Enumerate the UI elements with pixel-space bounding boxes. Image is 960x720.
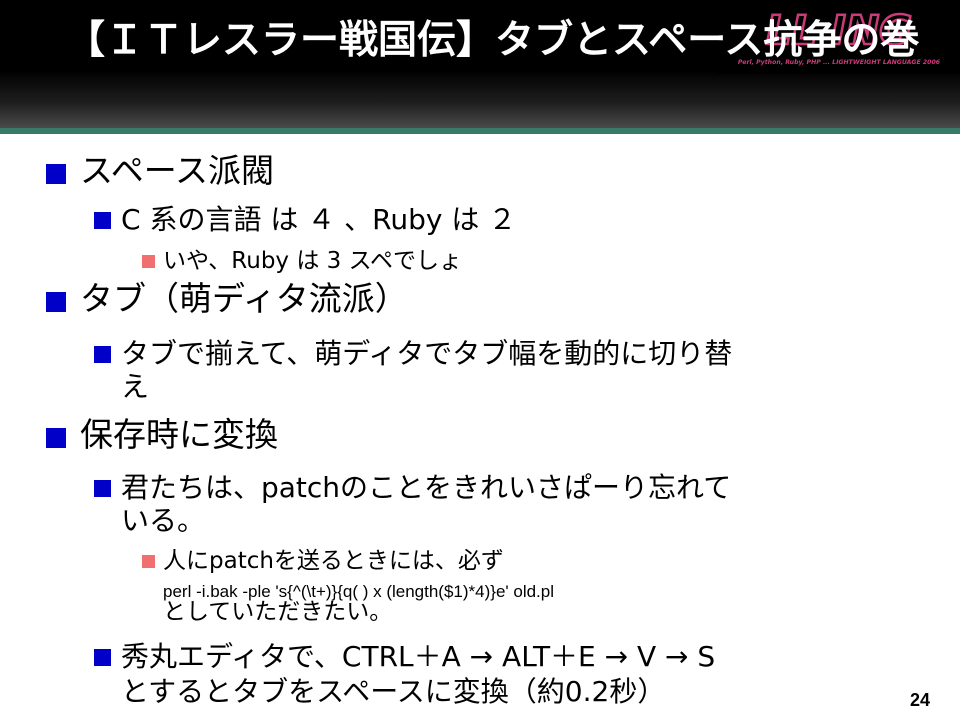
item-patch-line1: 君たちは、patchのことをきれいさぱーり忘れて bbox=[121, 471, 732, 504]
heading-convert-on-save: 保存時に変換 bbox=[80, 415, 278, 454]
code-perl-oneliner: perl -i.bak -ple 's{^(\t+)}{q( ) x (leng… bbox=[163, 582, 555, 601]
item-hidemaru-line2: とするとタブをスペースに変換（約0.2秒） bbox=[121, 675, 666, 708]
heading-space-faction: スペース派閥 bbox=[80, 151, 275, 190]
conference-logo: LL ING Perl, Python, Ruby, PHP ... LIGHT… bbox=[718, 0, 960, 74]
square-bullet-icon bbox=[46, 428, 66, 448]
subitem-ruby-three-spaces: いや、Ruby は 3 スペでしょ bbox=[163, 248, 463, 274]
item-tab-align-line2: え bbox=[121, 370, 150, 403]
page-number: 24 bbox=[910, 690, 931, 710]
square-bullet-icon bbox=[46, 164, 66, 184]
square-bullet-icon bbox=[94, 649, 111, 666]
square-bullet-icon bbox=[46, 292, 66, 312]
square-bullet-icon bbox=[94, 346, 111, 363]
slide-title: 【ＩＴレスラー戦国伝】タブとスペース抗争の巻 bbox=[66, 18, 920, 63]
square-bullet-icon bbox=[142, 255, 155, 268]
heading-tab-faction: タブ（萌ディタ流派） bbox=[80, 279, 408, 318]
title-divider bbox=[0, 128, 960, 134]
logo-tagline: Perl, Python, Ruby, PHP ... LIGHTWEIGHT … bbox=[738, 58, 941, 66]
item-hidemaru-line1: 秀丸エディタで、CTRL＋A → ALT＋E → V → S bbox=[121, 640, 716, 673]
item-patch-line2: いる。 bbox=[121, 504, 206, 537]
item-tab-align-line1: タブで揃えて、萌ディタでタブ幅を動的に切り替 bbox=[121, 337, 733, 370]
square-bullet-icon bbox=[94, 212, 111, 229]
item-c-family-indent: C 系の言語 は ４ 、Ruby は ２ bbox=[121, 203, 517, 236]
subitem-send-patch: 人にpatchを送るときには、必ず bbox=[163, 548, 504, 574]
square-bullet-icon bbox=[142, 555, 155, 568]
subitem-please-do: としていただきたい。 bbox=[163, 599, 393, 625]
square-bullet-icon bbox=[94, 480, 111, 497]
logo-big-text: LL ING bbox=[766, 8, 912, 54]
